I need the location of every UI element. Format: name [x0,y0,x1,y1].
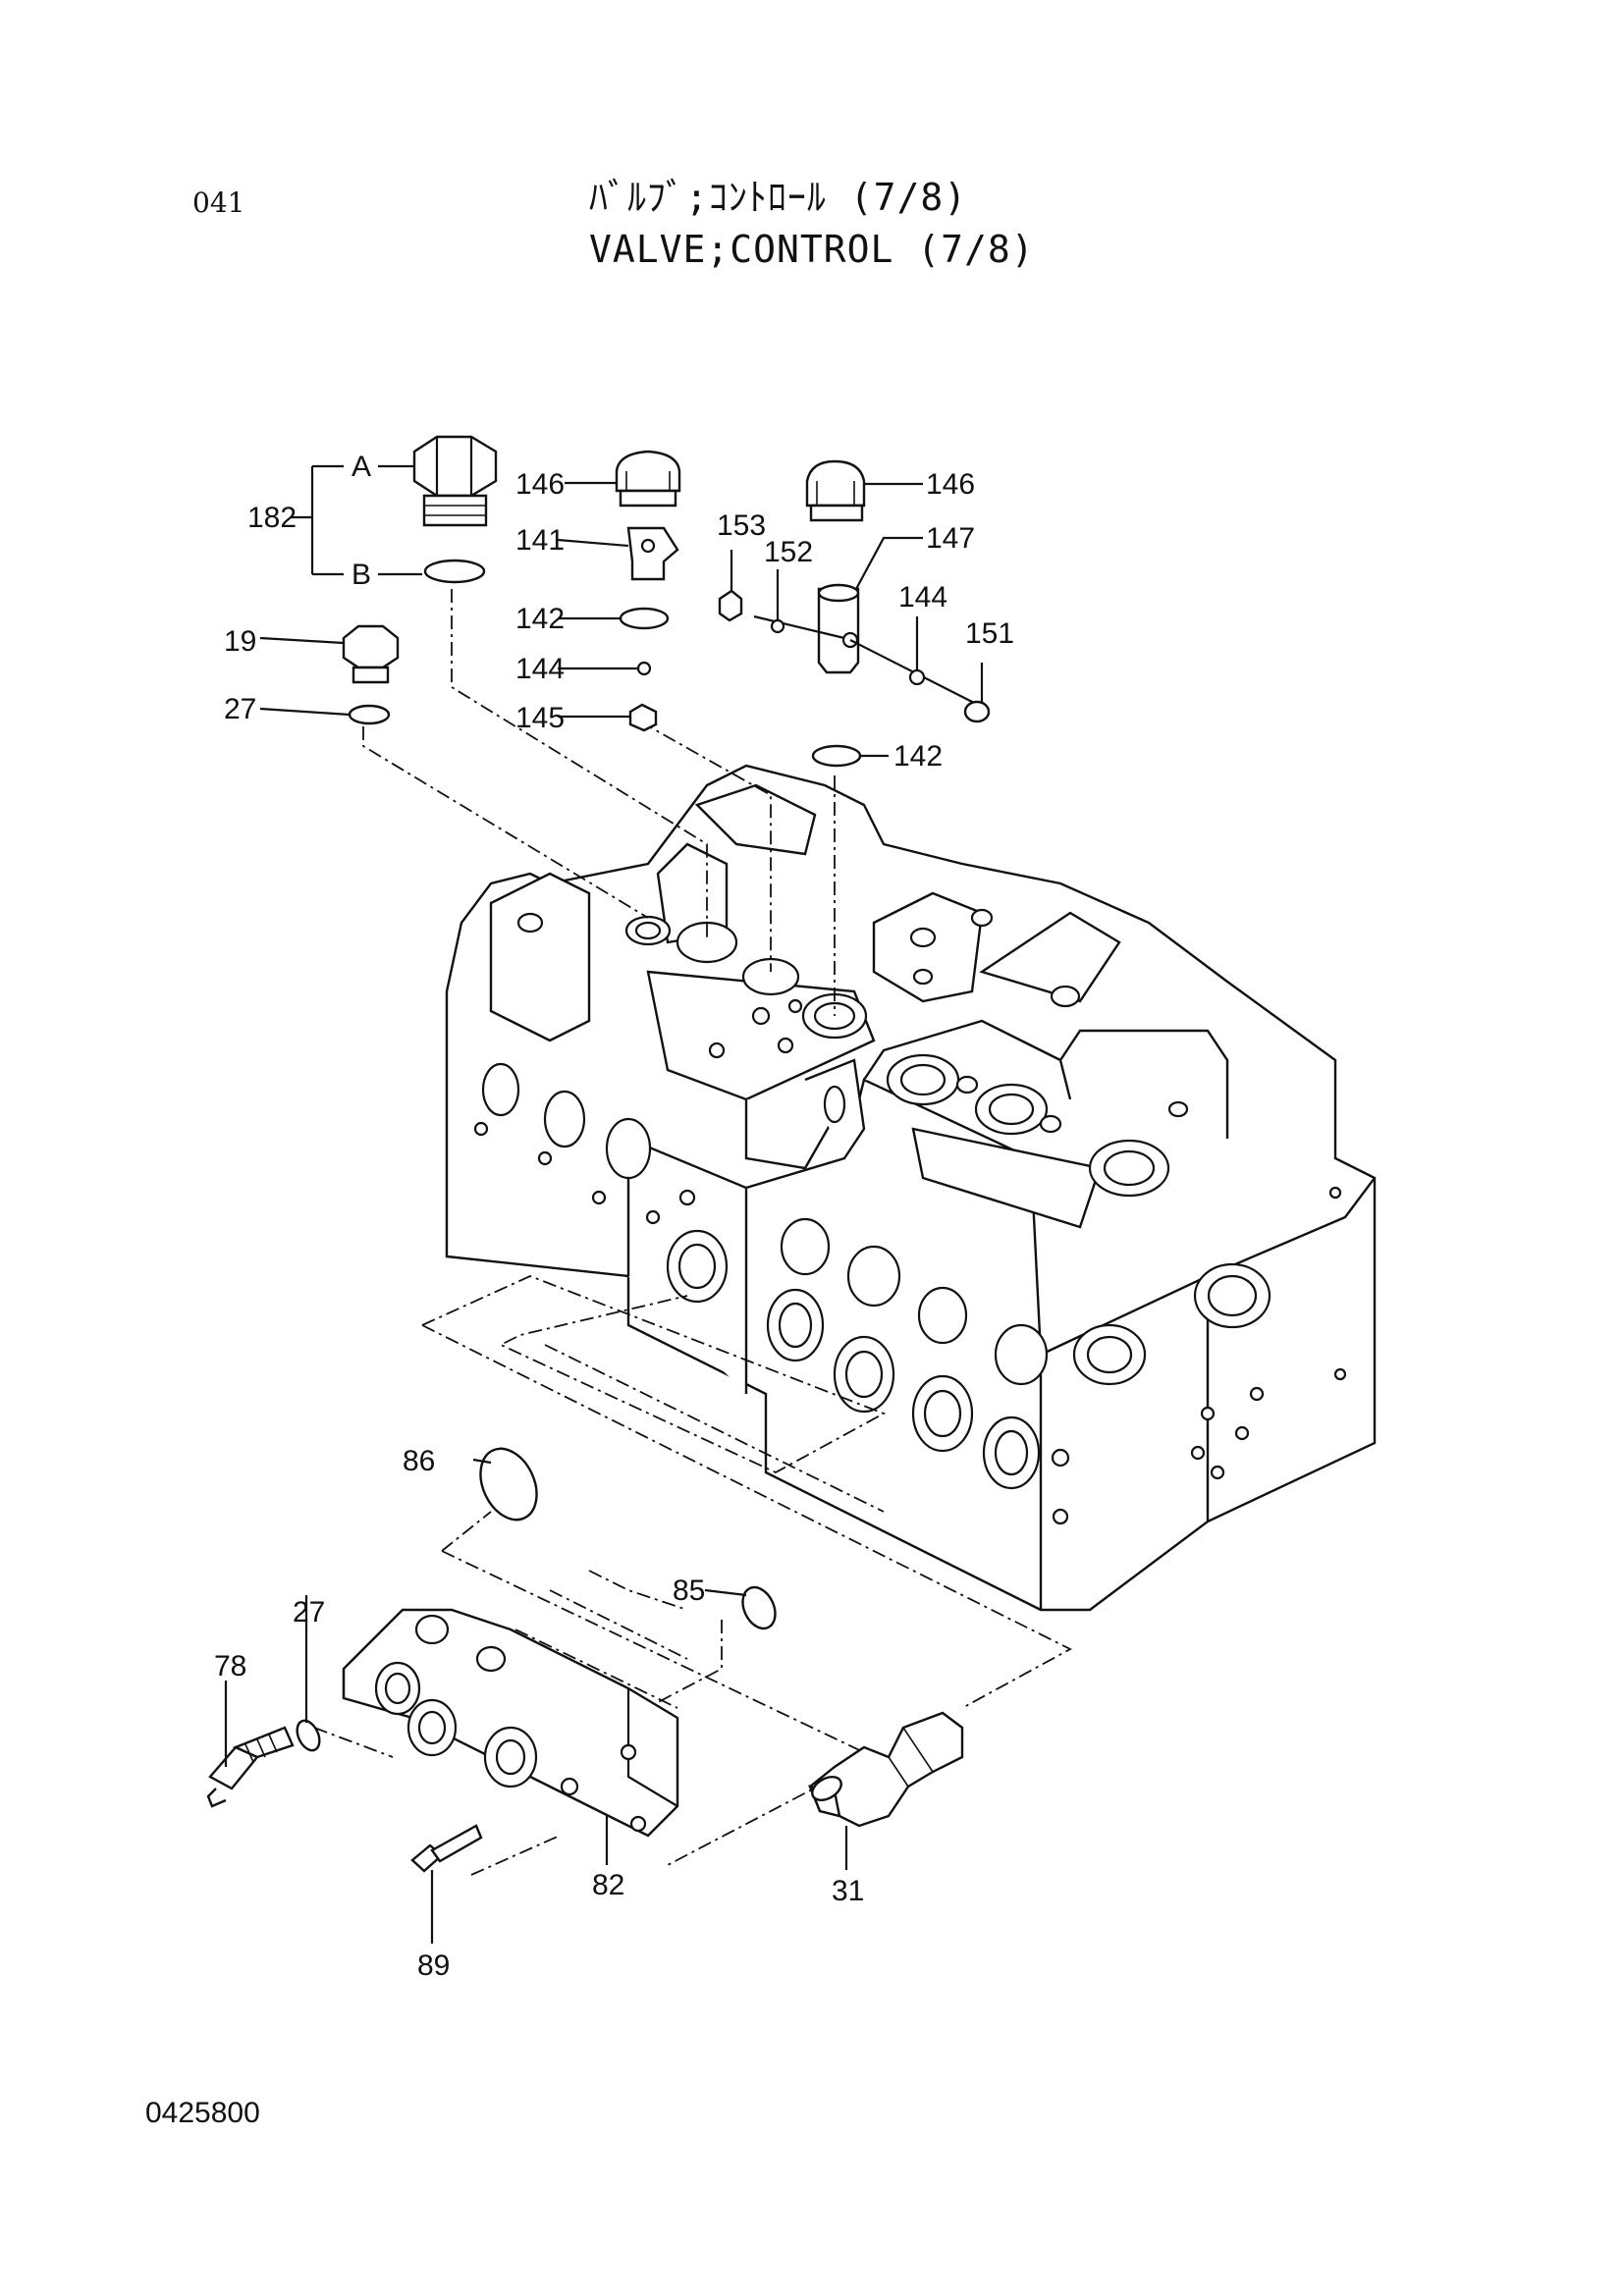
callout-82: 82 [592,1869,624,1901]
part-85-oring [741,1585,777,1630]
callout-145: 145 [515,702,565,734]
page-id: 041 [192,187,245,219]
part-146-cap-left [615,450,681,732]
part-27-oring-lower [296,1719,321,1752]
part-86-oring [479,1447,538,1522]
title-english: VALVE;CONTROL (7/8) [589,228,1035,271]
title-japanese: ﾊﾞﾙﾌﾞ;ｺﾝﾄﾛｰﾙ (7/8) [589,176,968,219]
callout-152: 152 [764,536,813,568]
callout-31: 31 [832,1875,864,1907]
callout-142-left: 142 [515,603,565,635]
callout-182: 182 [247,502,297,534]
part-31-valve [808,1711,964,1828]
valve-body-ports [473,908,1347,1525]
callout-147: 147 [926,522,975,555]
part-19-plug [342,624,400,725]
callout-B: B [352,559,371,591]
callout-146-right: 146 [926,468,975,501]
part-182-plug [412,435,498,584]
callout-A: A [352,451,371,483]
drawing-number: 0425800 [145,2097,260,2129]
callout-27-top: 27 [224,693,256,725]
control-valve-body [445,764,1377,1612]
callout-labels: 182 A B 19 27 146 141 142 144 145 146 14… [214,451,1014,1982]
leader-lines [224,464,984,1944]
callout-86: 86 [403,1445,435,1477]
callout-141: 141 [515,524,565,557]
callout-85: 85 [673,1575,705,1607]
assembly-lines [313,589,1072,1876]
part-82-block [342,1608,679,1838]
part-89-bolt [410,1824,483,1873]
callout-146-left: 146 [515,468,565,501]
callout-89: 89 [417,1949,450,1982]
callout-144-left: 144 [515,653,565,685]
callout-151: 151 [965,617,1014,650]
callout-153: 153 [717,509,766,542]
callout-144-right: 144 [898,581,947,614]
callout-78: 78 [214,1650,246,1682]
callout-19: 19 [224,625,256,658]
callout-27-bottom: 27 [293,1596,325,1629]
part-78-fitting [206,1726,295,1808]
callout-142-right: 142 [893,740,943,773]
part-146-cap-right [718,459,991,768]
